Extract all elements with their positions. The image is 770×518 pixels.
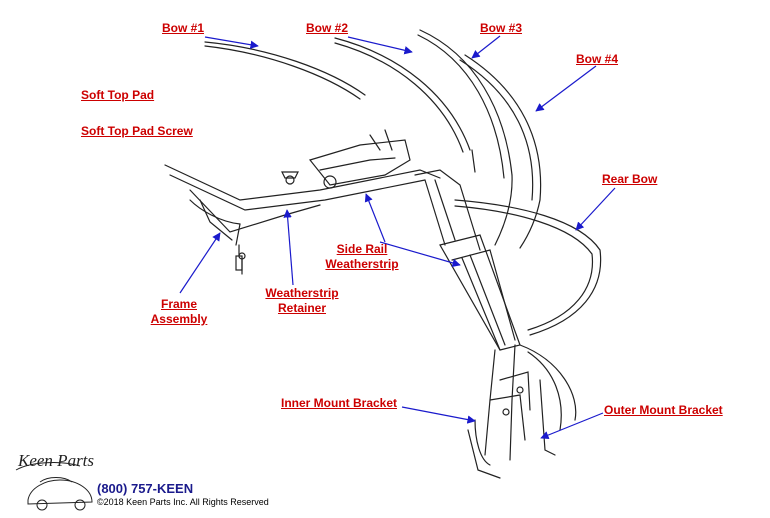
arrow-side-rail-2 xyxy=(379,241,461,267)
copyright-text: ©2018 Keen Parts Inc. All Rights Reserve… xyxy=(97,497,269,507)
arrow-bow4 xyxy=(535,65,597,112)
keen-parts-logo-text: Keen Parts xyxy=(18,451,95,470)
leader-arrows xyxy=(179,35,616,440)
label-inner-mount-bracket[interactable]: Inner Mount Bracket xyxy=(281,396,398,410)
phone-number[interactable]: (800) 757-KEEN xyxy=(97,481,194,496)
label-bow-1[interactable]: Bow #1 xyxy=(162,21,205,35)
frame-line-art xyxy=(164,29,602,479)
arrow-outer-mount xyxy=(540,412,604,440)
label-side-rail-line1: Side Rail xyxy=(336,242,388,256)
label-side-rail-line2: Weatherstrip xyxy=(325,257,399,271)
label-weatherstrip-line2: Retainer xyxy=(277,301,327,315)
arrow-weatherstrip-retainer xyxy=(283,209,294,286)
label-frame-assembly[interactable]: Frame Assembly xyxy=(146,297,212,327)
label-soft-top-pad-screw[interactable]: Soft Top Pad Screw xyxy=(81,124,193,138)
arrow-bow2 xyxy=(347,36,413,55)
label-weatherstrip-retainer[interactable]: Weatherstrip Retainer xyxy=(262,286,342,316)
label-bow-4[interactable]: Bow #4 xyxy=(576,52,619,66)
label-frame-line2: Assembly xyxy=(150,312,208,326)
keen-parts-logo-car xyxy=(15,462,93,511)
label-bow-3[interactable]: Bow #3 xyxy=(480,21,523,35)
arrow-bow3 xyxy=(471,35,501,59)
arrow-rear-bow xyxy=(575,187,616,231)
arrow-inner-mount xyxy=(401,406,476,424)
arrow-side-rail-1 xyxy=(364,193,386,243)
label-side-rail-weatherstrip[interactable]: Side Rail Weatherstrip xyxy=(322,242,402,272)
label-outer-mount-bracket[interactable]: Outer Mount Bracket xyxy=(604,403,723,417)
arrow-frame-assembly xyxy=(179,232,221,294)
label-bow-2[interactable]: Bow #2 xyxy=(306,21,349,35)
label-soft-top-pad[interactable]: Soft Top Pad xyxy=(81,88,155,102)
label-weatherstrip-line1: Weatherstrip xyxy=(265,286,339,300)
arrow-bow1 xyxy=(204,36,259,49)
label-frame-line1: Frame xyxy=(160,297,198,311)
label-rear-bow[interactable]: Rear Bow xyxy=(602,172,658,186)
